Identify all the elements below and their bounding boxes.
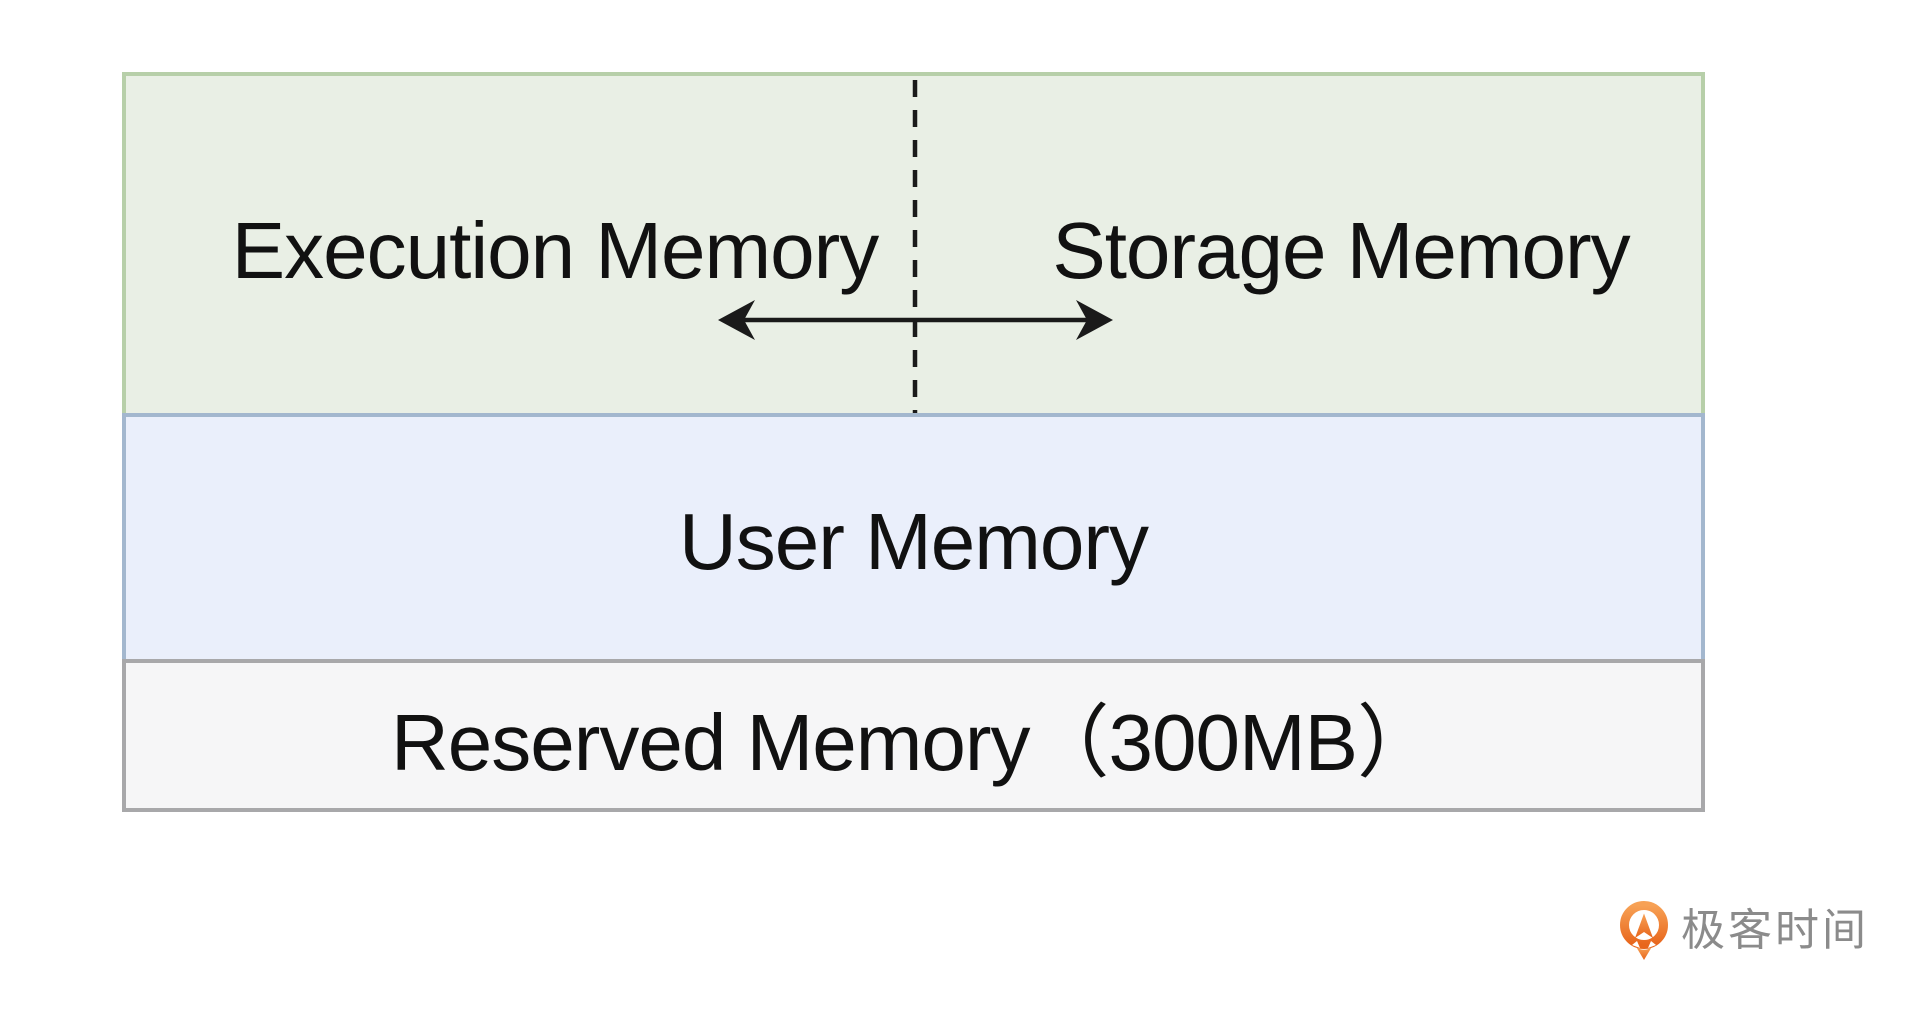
reserved-memory-label: Reserved Memory（300MB）	[391, 698, 1437, 787]
storage-memory-label: Storage Memory	[1052, 206, 1630, 295]
execution-memory-label: Execution Memory	[231, 206, 879, 295]
spark-memory-diagram: Execution Memory Storage Memory User Mem…	[122, 72, 1705, 812]
geektime-logo: 极客时间	[1620, 901, 1869, 961]
user-memory-section: User Memory	[122, 413, 1705, 663]
unified-memory-section: Execution Memory Storage Memory	[122, 72, 1705, 417]
reserved-memory-section: Reserved Memory（300MB）	[122, 659, 1705, 812]
geektime-logo-text: 极客时间	[1681, 906, 1869, 955]
geektime-logo-icon	[1620, 901, 1668, 960]
user-memory-label: User Memory	[678, 497, 1149, 586]
